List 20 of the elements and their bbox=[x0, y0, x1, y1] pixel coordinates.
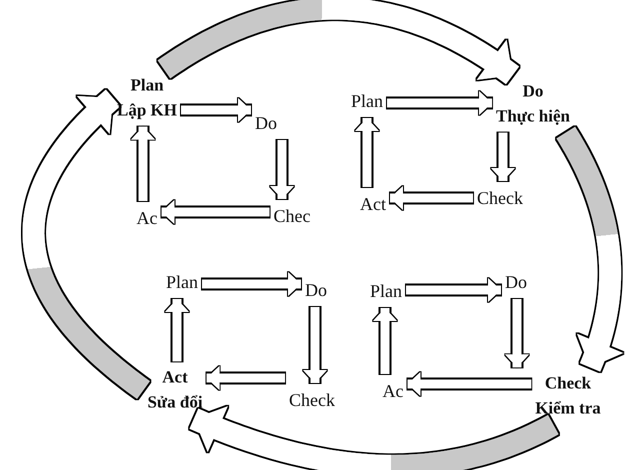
stage-label: Act bbox=[360, 192, 386, 216]
stage-caption: Thực hiện bbox=[496, 105, 570, 127]
stage-caption: Sửa đổi bbox=[147, 391, 203, 413]
stage-label: Check bbox=[289, 388, 335, 412]
stage-caption: Kiểm tra bbox=[535, 397, 601, 419]
stage-label: Do bbox=[505, 270, 527, 294]
stage-label: Do bbox=[305, 278, 327, 302]
stage-label: Act bbox=[161, 366, 189, 388]
stage-label: Plan bbox=[129, 74, 165, 96]
stage-label: Ac bbox=[382, 380, 404, 403]
stage-label: Check bbox=[544, 372, 592, 394]
stage-label: Check bbox=[477, 186, 523, 210]
stage-label: Plan bbox=[351, 90, 383, 113]
stage-label: Do bbox=[522, 80, 544, 102]
stage-label: Do bbox=[255, 112, 277, 135]
stage-caption: Lập KH bbox=[117, 99, 177, 122]
stage-label: Plan bbox=[166, 270, 198, 294]
stage-label: Chec bbox=[274, 204, 310, 228]
stage-label: Plan bbox=[370, 280, 402, 303]
stage-label: Ac bbox=[136, 206, 158, 230]
